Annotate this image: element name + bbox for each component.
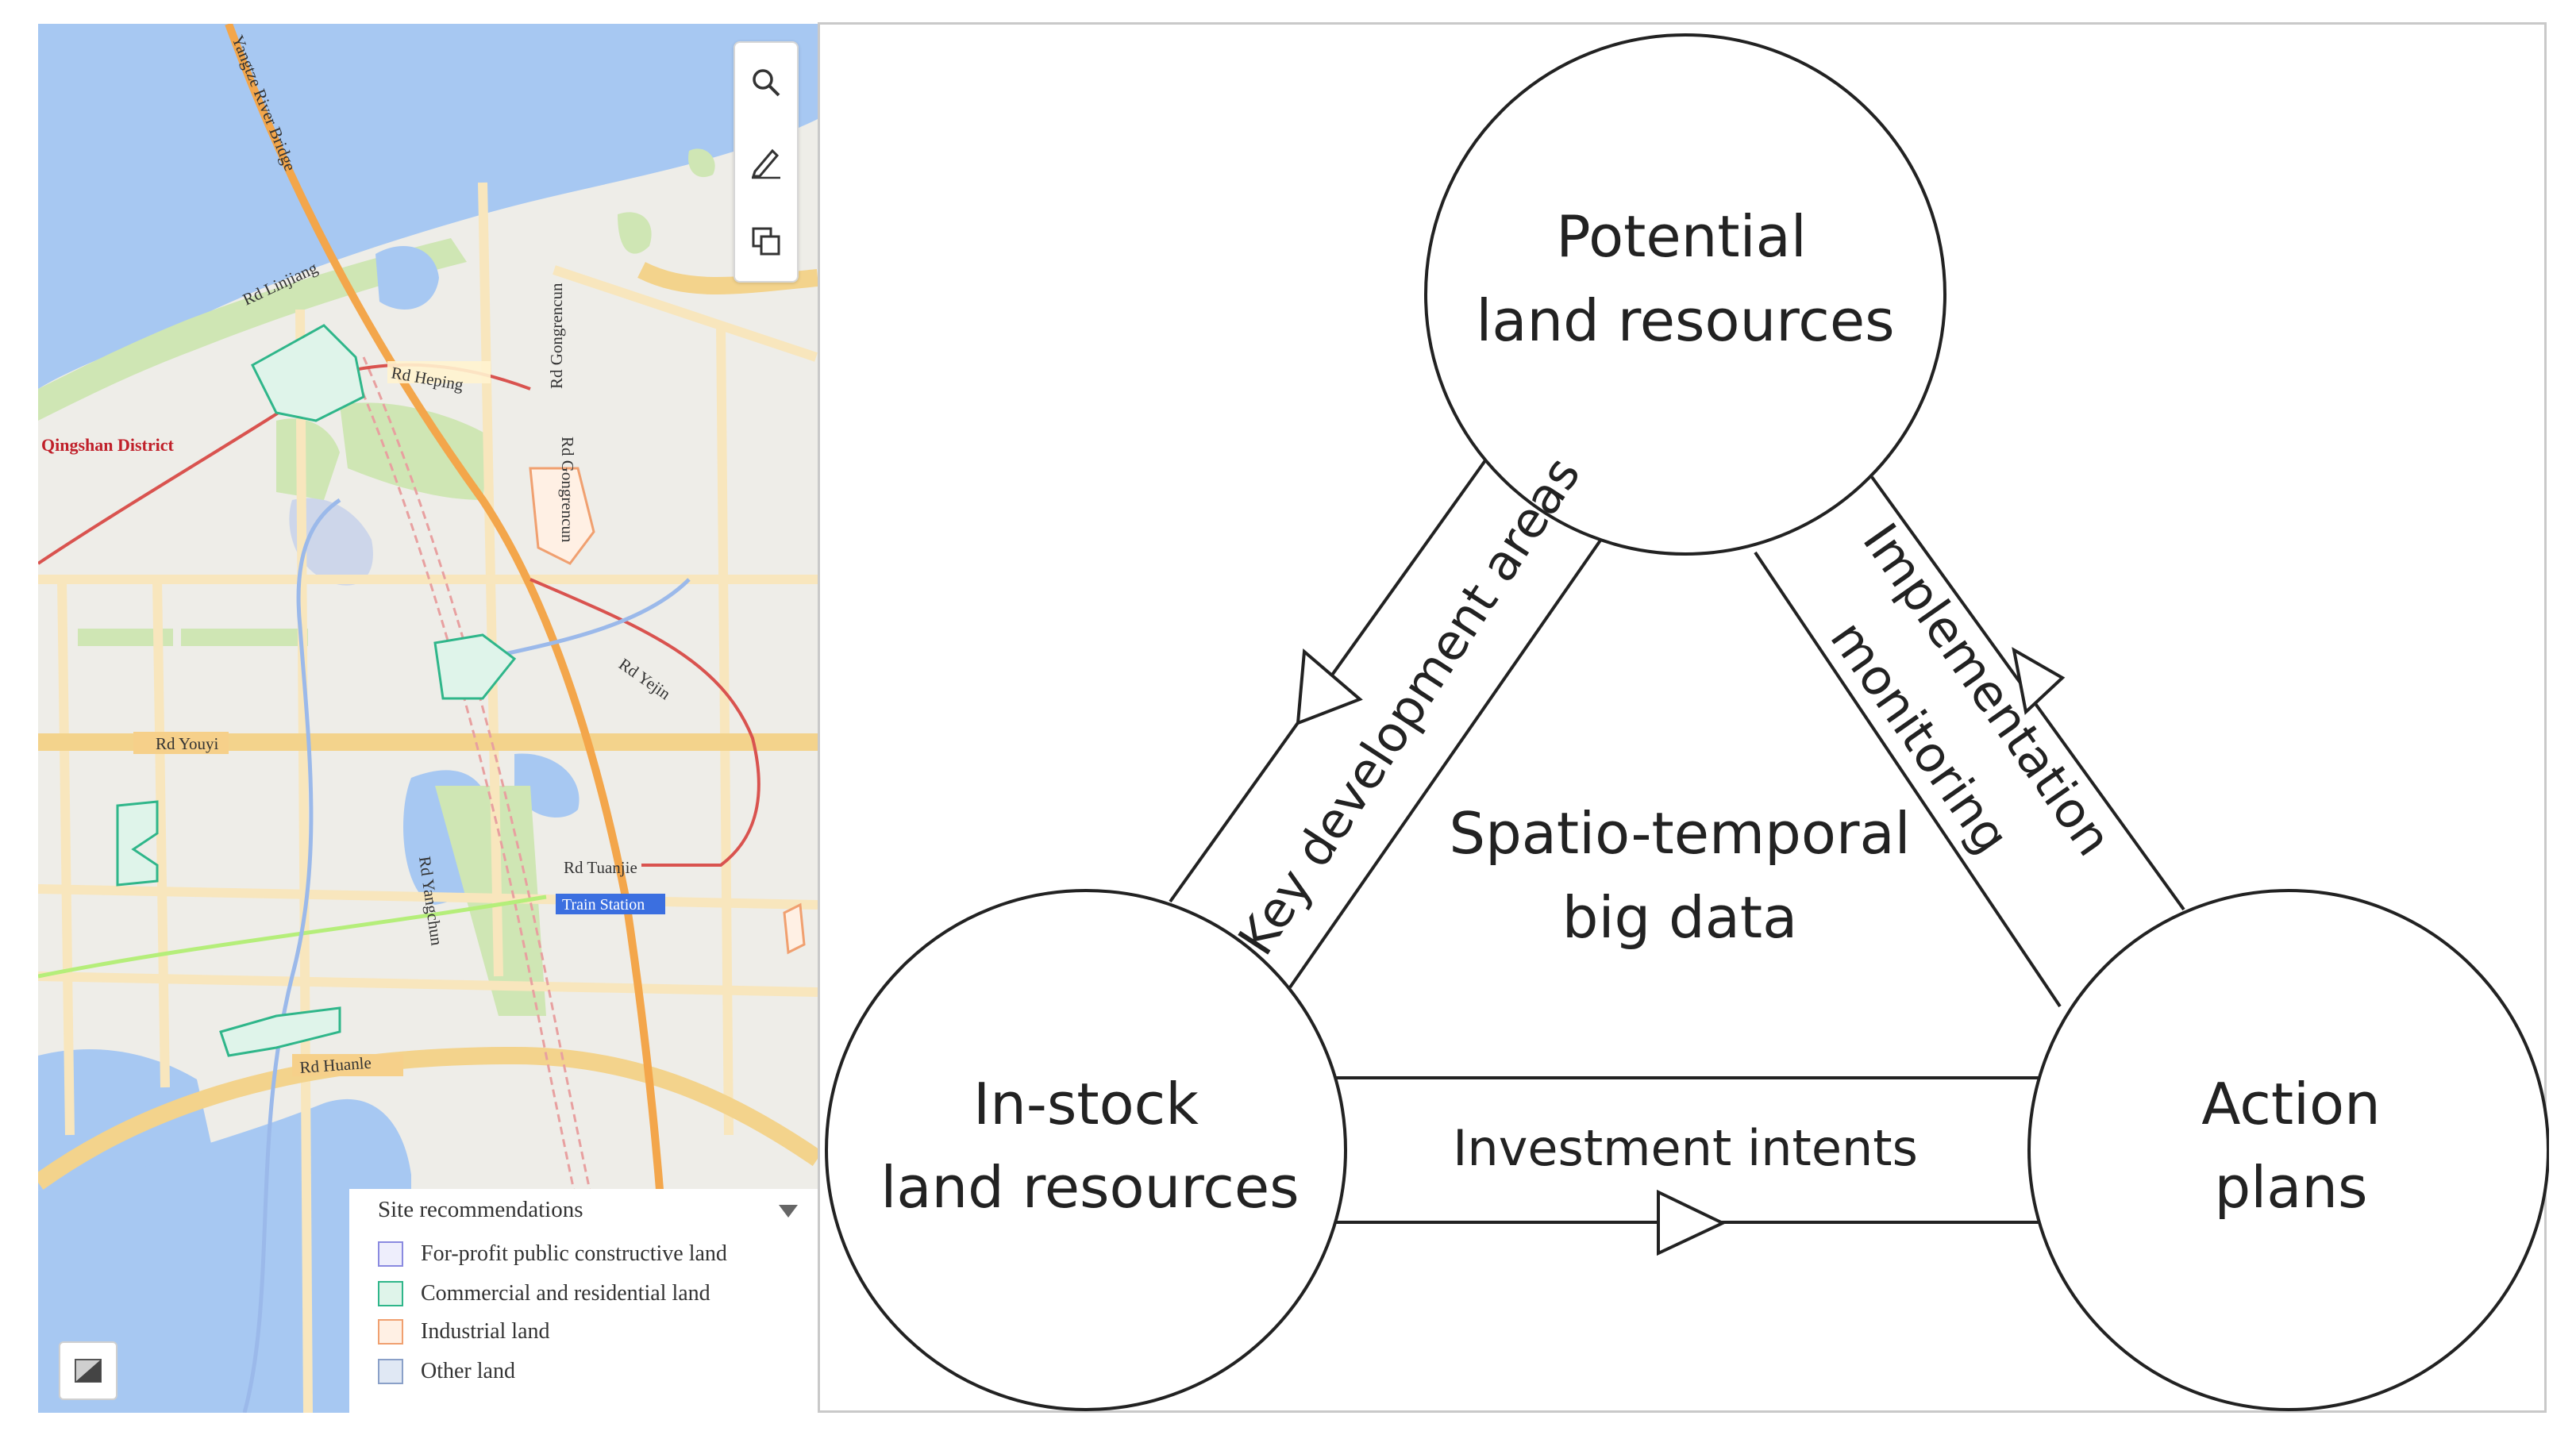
label-rd-gongrencun-north: Rd Gongrencun: [547, 283, 566, 389]
node-action-plans: [2027, 889, 2549, 1411]
search-button[interactable]: [744, 60, 788, 105]
legend-item-industrial: Industrial land: [378, 1316, 550, 1348]
node-instock-line2: land resources: [880, 1154, 1299, 1221]
legend-panel: Site recommendations For-profit public c…: [349, 1189, 818, 1413]
lake-south: [38, 1098, 411, 1413]
diagram-panel: Potential land resources In-stock land r…: [818, 22, 2549, 1413]
map-panel[interactable]: Yangtze River Bridge Rd Linjiang Rd Hepi…: [38, 24, 818, 1413]
legend-item-public: For-profit public constructive land: [378, 1238, 727, 1270]
map-canvas[interactable]: Yangtze River Bridge Rd Linjiang Rd Hepi…: [38, 24, 818, 1413]
edge-right-inner: [1754, 551, 2062, 1008]
site-commercial-2: [433, 633, 517, 700]
node-potential-line1: Potential: [1556, 203, 1806, 270]
label-qingshan-district: Qingshan District: [41, 435, 175, 455]
lake-west: [289, 498, 373, 586]
arrow-investment: [1657, 1189, 1727, 1256]
legend-swatch: [378, 1359, 403, 1384]
label-train-station: Train Station: [562, 896, 645, 914]
layers-icon: [752, 227, 780, 256]
legend-label: Commercial and residential land: [421, 1281, 710, 1306]
edge-label-investment: Investment intents: [1453, 1119, 1918, 1177]
legend-label: Industrial land: [421, 1319, 550, 1344]
map-toolbar: [734, 41, 799, 283]
legend-swatch: [378, 1319, 403, 1345]
framework-diagram: Potential land resources In-stock land r…: [825, 33, 2549, 1411]
node-potential-line2: land resources: [1476, 287, 1894, 354]
basemap-toggle-icon: [75, 1359, 102, 1383]
site-industrial-1: [529, 467, 595, 565]
legend-label: For-profit public constructive land: [421, 1241, 727, 1266]
legend-label: Other land: [421, 1359, 515, 1383]
road-huanle: [38, 1046, 818, 1190]
label-rd-tuanjie: Rd Tuanjie: [564, 858, 637, 877]
draw-button[interactable]: [744, 140, 788, 184]
legend-item-other: Other land: [378, 1356, 515, 1387]
center-line2: big data: [1562, 884, 1797, 951]
layers-button[interactable]: [744, 219, 788, 264]
edge-left-inner: [1288, 537, 1604, 989]
node-potential-land: [1424, 33, 1946, 556]
edge-label-key-development: Key development areas: [1226, 447, 1592, 965]
legend-item-commercial: Commercial and residential land: [378, 1278, 710, 1310]
chevron-down-icon[interactable]: [776, 1198, 800, 1222]
node-action-line1: Action: [2201, 1071, 2381, 1137]
node-instock-line1: In-stock: [973, 1071, 1199, 1137]
legend-swatch: [378, 1281, 403, 1306]
node-instock-land: [825, 889, 1347, 1411]
site-commercial-4: [219, 1006, 341, 1057]
center-line1: Spatio-temporal: [1449, 800, 1910, 867]
label-rd-youyi: Rd Youyi: [156, 734, 219, 753]
pencil-icon: [751, 148, 780, 179]
search-icon: [753, 69, 780, 97]
basemap-toggle-button[interactable]: [59, 1341, 117, 1400]
yangtze-river: [38, 24, 818, 389]
node-action-line2: plans: [2215, 1154, 2368, 1221]
legend-title: Site recommendations: [378, 1197, 583, 1222]
river-bank-green: [38, 238, 467, 421]
site-commercial-3: [116, 800, 159, 887]
arrow-key-development: [1296, 648, 1363, 726]
expressway: [225, 24, 677, 1413]
legend-swatch: [378, 1241, 403, 1267]
site-industrial-2: [783, 902, 806, 955]
label-rd-gongrencun-south: Rd Gongrencun: [558, 437, 577, 543]
arrow-implementation: [2012, 647, 2066, 715]
site-commercial-1: [251, 324, 365, 422]
